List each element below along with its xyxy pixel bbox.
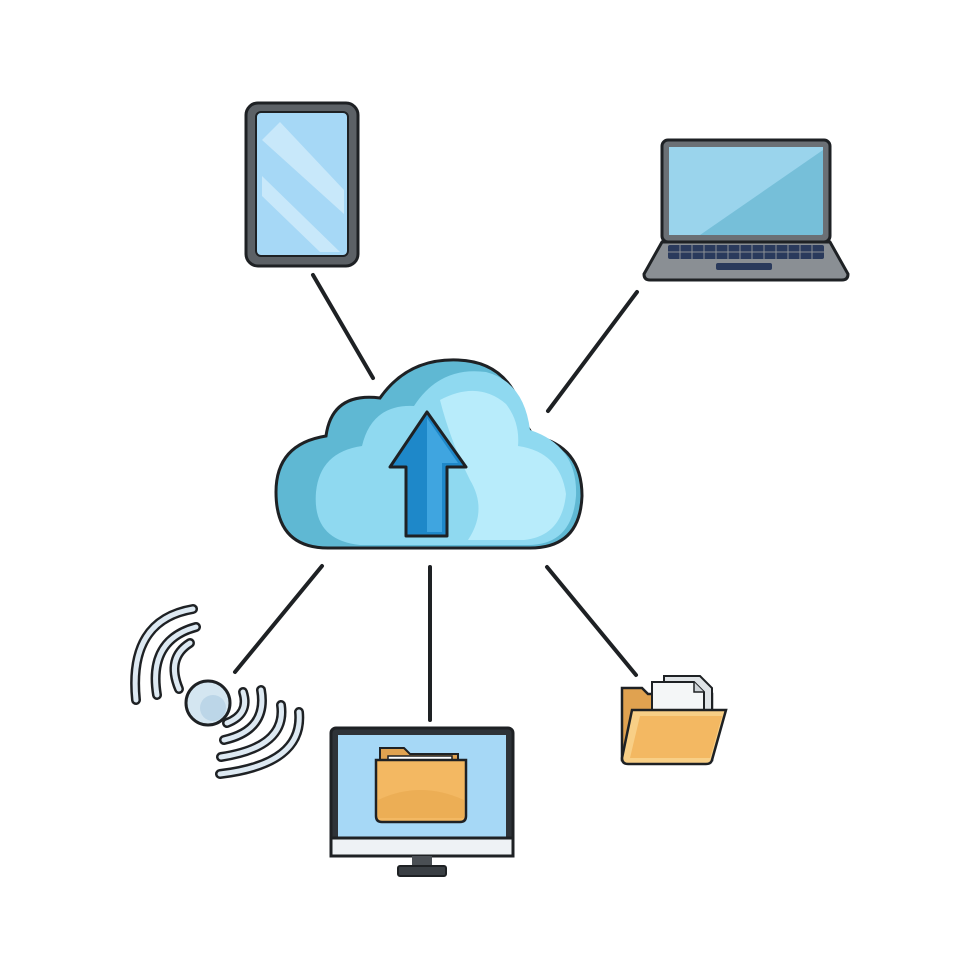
laptop-icon bbox=[642, 138, 850, 282]
monitor-folder-icon bbox=[329, 726, 515, 877]
wireless-signal-icon bbox=[130, 604, 305, 779]
tablet-icon bbox=[244, 101, 360, 268]
upload-arrow-icon bbox=[388, 410, 468, 538]
connection-cloud-tablet bbox=[311, 273, 375, 380]
open-folder-documents-icon bbox=[620, 675, 728, 766]
connection-cloud-laptop bbox=[546, 290, 639, 413]
connection-lines bbox=[233, 273, 639, 722]
connection-cloud-folder bbox=[545, 565, 638, 677]
connection-cloud-wireless bbox=[233, 564, 324, 674]
